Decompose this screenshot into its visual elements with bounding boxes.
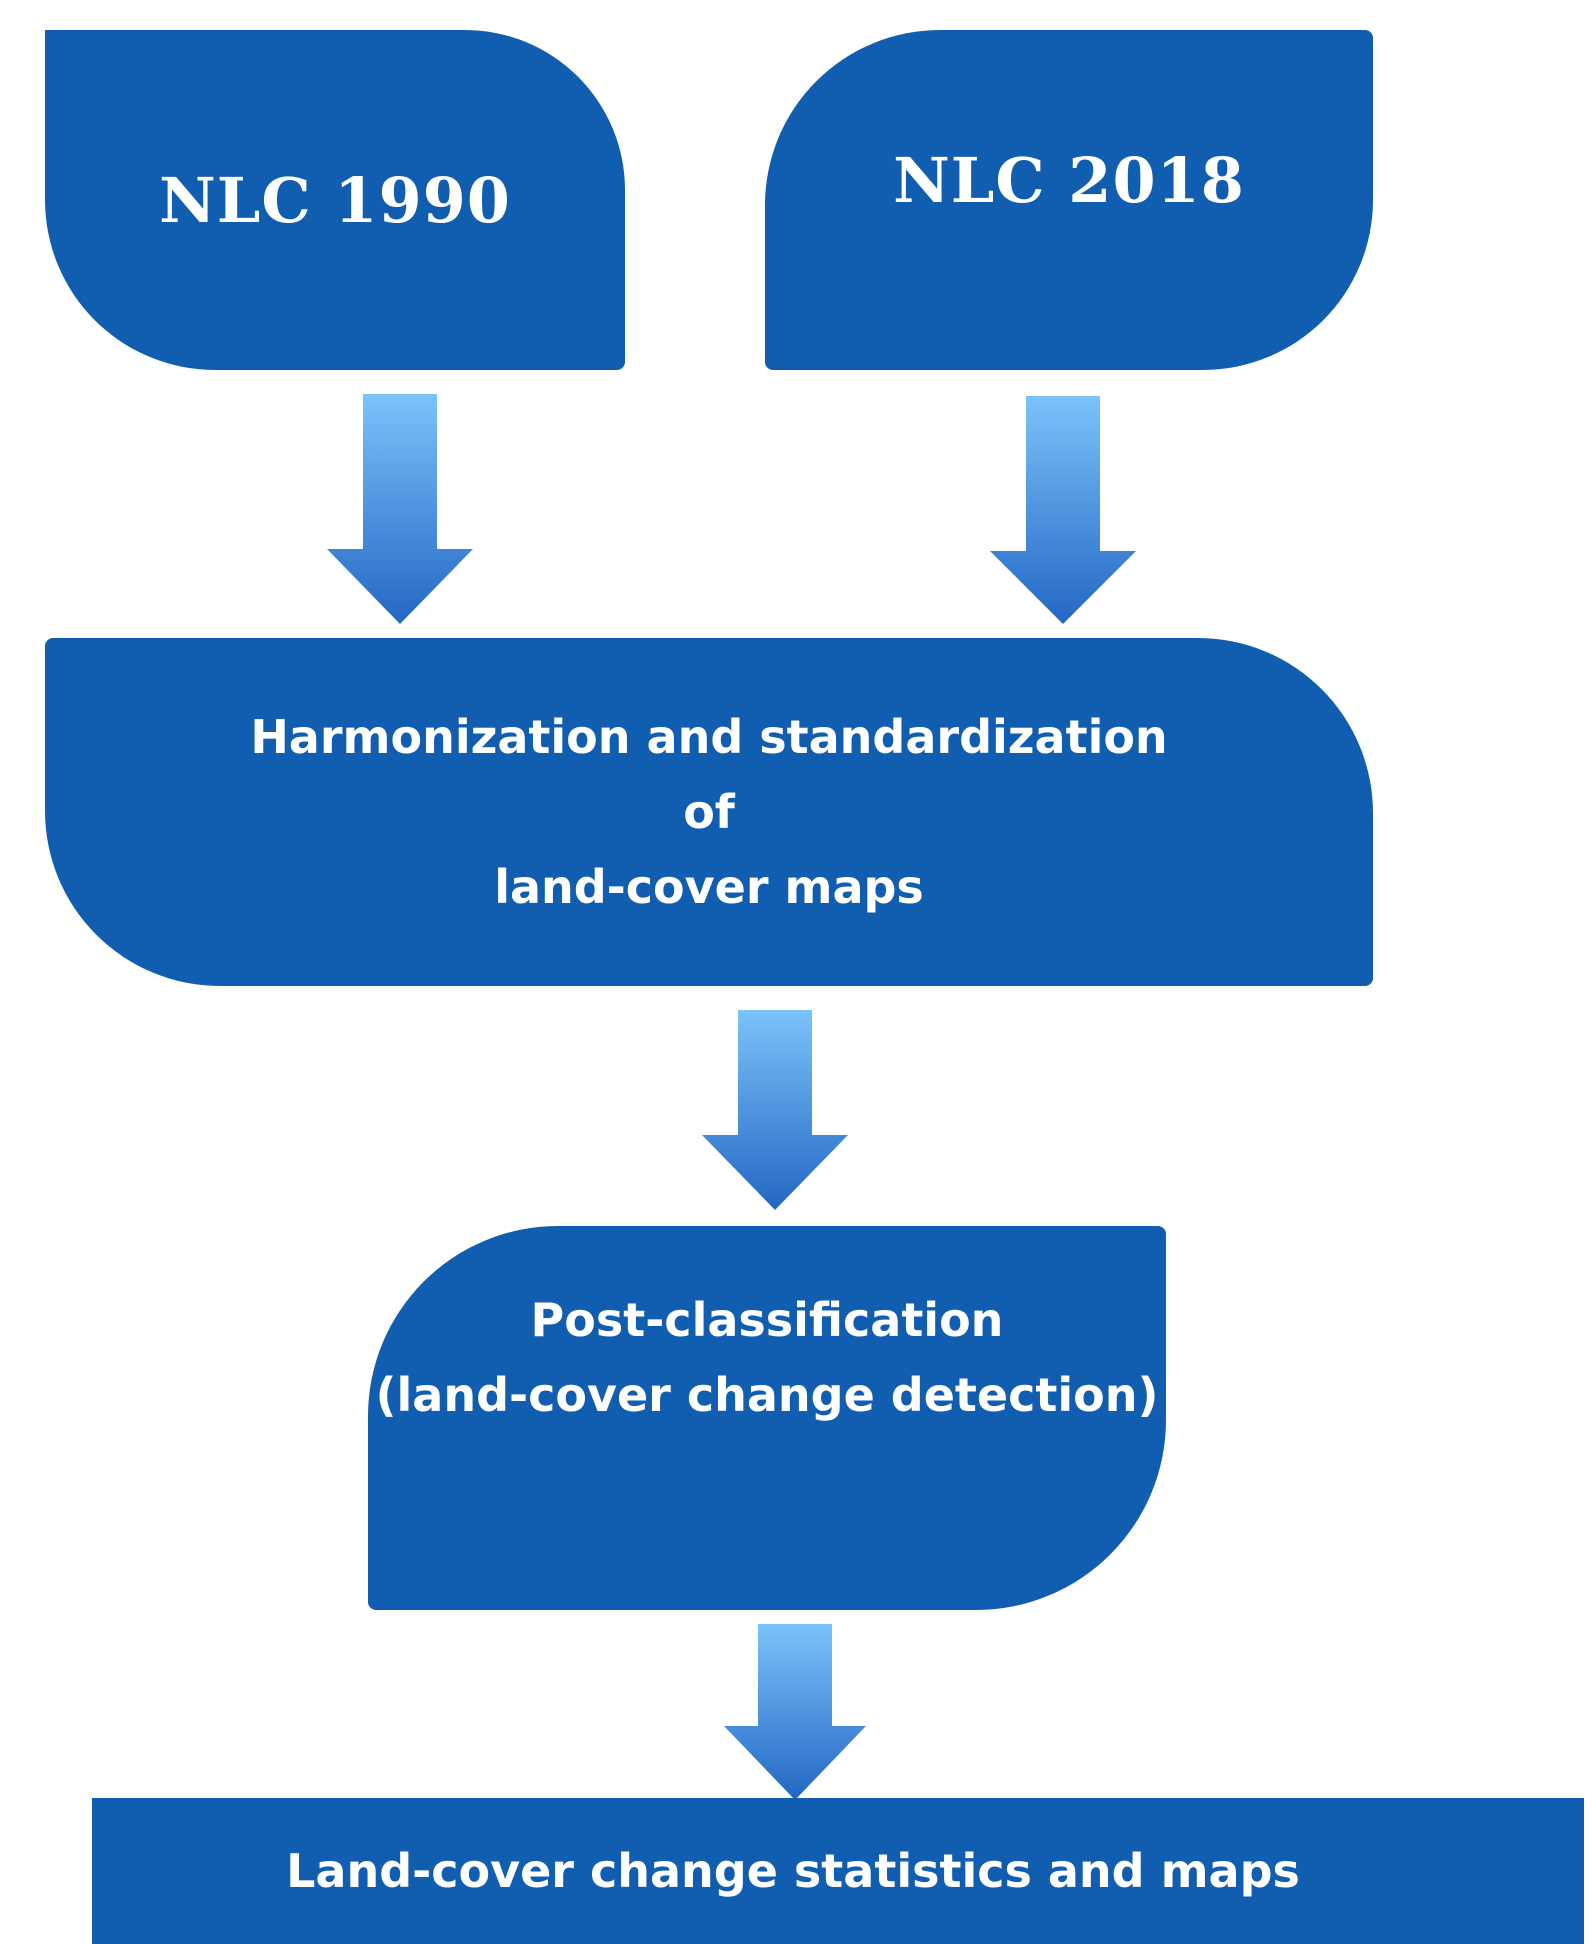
arrow-harmonization-to-postclassification (700, 1010, 850, 1215)
harmonization-line-3: land-cover maps (494, 859, 924, 914)
arrow-nlc1990-to-harmonization (325, 394, 475, 629)
down-arrow-icon (724, 1624, 866, 1800)
down-arrow-icon (327, 394, 473, 624)
down-arrow-icon (702, 1010, 848, 1210)
harmonization-line-2: of (683, 784, 735, 839)
nlc-2018-box: NLC 2018 (765, 30, 1373, 370)
statistics-label: Land-cover change statistics and maps (286, 1843, 1300, 1898)
nlc-2018-label: NLC 2018 (893, 143, 1245, 217)
post-classification-line-1: Post-classification (530, 1293, 1004, 1347)
nlc-1990-label: NLC 1990 (159, 163, 511, 237)
harmonization-box: Harmonization and standardization of lan… (45, 638, 1373, 986)
arrow-postclassification-to-statistics (722, 1624, 868, 1805)
post-classification-line-2: (land-cover change detection) (375, 1368, 1159, 1422)
harmonization-line-1: Harmonization and standardization (250, 709, 1168, 764)
nlc-1990-box: NLC 1990 (45, 30, 625, 370)
post-classification-text: Post-classification (land-cover change d… (375, 1283, 1158, 1433)
statistics-box: Land-cover change statistics and maps (92, 1798, 1584, 1944)
post-classification-box: Post-classification (land-cover change d… (368, 1226, 1166, 1610)
harmonization-text: Harmonization and standardization of lan… (250, 700, 1167, 925)
down-arrow-icon (990, 396, 1136, 624)
arrow-nlc2018-to-harmonization (988, 396, 1138, 629)
